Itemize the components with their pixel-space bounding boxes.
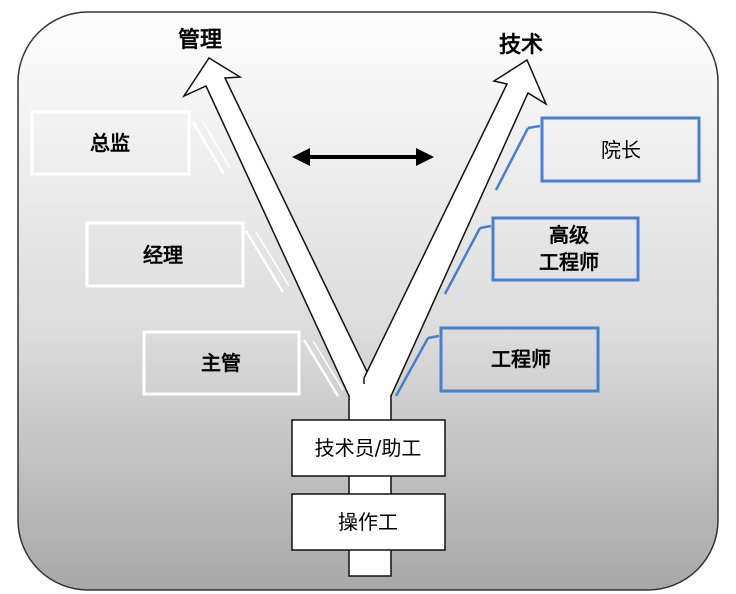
technical-box-senior-engineer: 高级 工程师 <box>443 216 640 295</box>
technical-title: 技术 <box>499 33 543 58</box>
management-box-supervisor-label: 主管 <box>201 351 241 375</box>
management-title: 管理 <box>178 27 222 53</box>
management-box-director: 总监 <box>30 110 231 176</box>
technical-box-engineer-label: 工程师 <box>491 347 551 371</box>
technical-box-dean: 院长 <box>494 116 701 191</box>
technical-box-dean-label: 院长 <box>601 138 641 162</box>
management-box-manager-label: 经理 <box>143 243 183 267</box>
technical-box-senior-label-line2: 工程师 <box>539 250 599 274</box>
management-box-director-label: 总监 <box>90 131 130 155</box>
technical-box-engineer: 工程师 <box>394 326 600 397</box>
base-box-operator-label: 操作工 <box>338 510 398 534</box>
technical-box-senior-label-line1: 高级 <box>549 223 589 247</box>
technical-arrow <box>363 58 548 397</box>
base-box-operator: 操作工 <box>291 493 446 551</box>
base-box-technician-label: 技术员/助工 <box>315 436 422 460</box>
double-arrow-icon <box>292 148 434 166</box>
management-box-manager: 经理 <box>85 221 290 293</box>
trunk-junction <box>350 384 390 404</box>
management-box-supervisor: 主管 <box>142 330 344 397</box>
base-box-technician: 技术员/助工 <box>291 419 446 477</box>
